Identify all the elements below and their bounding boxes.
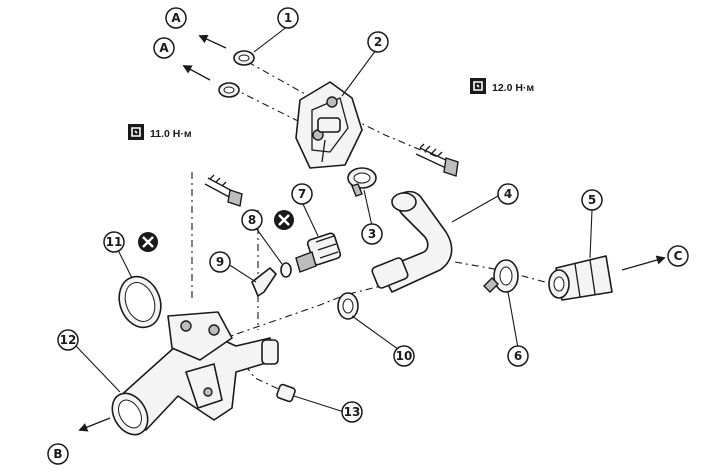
plug-part-13 bbox=[276, 383, 296, 403]
bent-hose-part-4 bbox=[371, 190, 453, 293]
svg-text:B: B bbox=[53, 447, 62, 461]
svg-text:3: 3 bbox=[368, 227, 376, 241]
o-ring-part-1 bbox=[218, 50, 255, 98]
callout-7: 7 bbox=[291, 183, 313, 205]
connection-a-upper: A bbox=[165, 7, 187, 29]
water-outlet-part-12 bbox=[111, 311, 279, 436]
callout-12: 12 bbox=[57, 329, 79, 351]
callout-leaders bbox=[75, 25, 593, 413]
connection-b: B bbox=[47, 443, 69, 465]
hose-end-part-5 bbox=[548, 255, 613, 301]
svg-text:6: 6 bbox=[514, 349, 522, 363]
callout-2: 2 bbox=[367, 31, 389, 53]
clip-part-9 bbox=[251, 267, 277, 297]
svg-text:4: 4 bbox=[504, 187, 512, 201]
svg-text:10: 10 bbox=[396, 349, 413, 363]
callout-10: 10 bbox=[393, 345, 415, 367]
svg-text:12.0 Н·м: 12.0 Н·м bbox=[492, 82, 534, 94]
do-not-reuse-icon bbox=[138, 232, 158, 252]
svg-text:A: A bbox=[171, 11, 181, 25]
callout-9: 9 bbox=[209, 251, 231, 273]
callout-13: 13 bbox=[341, 401, 363, 423]
callout-8: 8 bbox=[241, 209, 263, 231]
svg-text:9: 9 bbox=[216, 255, 224, 269]
svg-text:11: 11 bbox=[106, 235, 123, 249]
sensor-part-7 bbox=[295, 232, 342, 273]
torque-label-11: 11.0 Н·м bbox=[128, 124, 192, 140]
svg-text:5: 5 bbox=[588, 193, 596, 207]
svg-text:12: 12 bbox=[60, 333, 77, 347]
connection-a-lower: A bbox=[153, 37, 175, 59]
svg-text:13: 13 bbox=[344, 405, 361, 419]
bolt-left bbox=[204, 174, 243, 207]
callout-4: 4 bbox=[497, 183, 519, 205]
hose-clamp-part-6 bbox=[483, 259, 519, 293]
do-not-reuse-icon bbox=[274, 210, 294, 230]
svg-text:C: C bbox=[674, 249, 683, 263]
callout-5: 5 bbox=[581, 189, 603, 211]
svg-text:A: A bbox=[159, 41, 169, 55]
bolt-upper bbox=[415, 143, 459, 177]
callout-1: 1 bbox=[277, 7, 299, 29]
hose-clamp-part-3 bbox=[347, 167, 377, 197]
svg-text:7: 7 bbox=[298, 187, 306, 201]
clamp-part-10 bbox=[337, 292, 359, 320]
svg-text:2: 2 bbox=[374, 35, 382, 49]
gasket-part-11 bbox=[118, 275, 162, 329]
callout-3: 3 bbox=[361, 223, 383, 245]
connection-c: C bbox=[667, 245, 689, 267]
washer-part-8 bbox=[280, 262, 292, 278]
flange-cover-part-2 bbox=[295, 81, 363, 169]
torque-label-12: 12.0 Н·м bbox=[470, 78, 534, 94]
svg-text:8: 8 bbox=[248, 213, 256, 227]
svg-text:11.0 Н·м: 11.0 Н·м bbox=[150, 128, 192, 140]
callout-11: 11 bbox=[103, 231, 125, 253]
callout-6: 6 bbox=[507, 345, 529, 367]
svg-text:1: 1 bbox=[284, 11, 292, 25]
direction-arrows bbox=[78, 34, 666, 432]
